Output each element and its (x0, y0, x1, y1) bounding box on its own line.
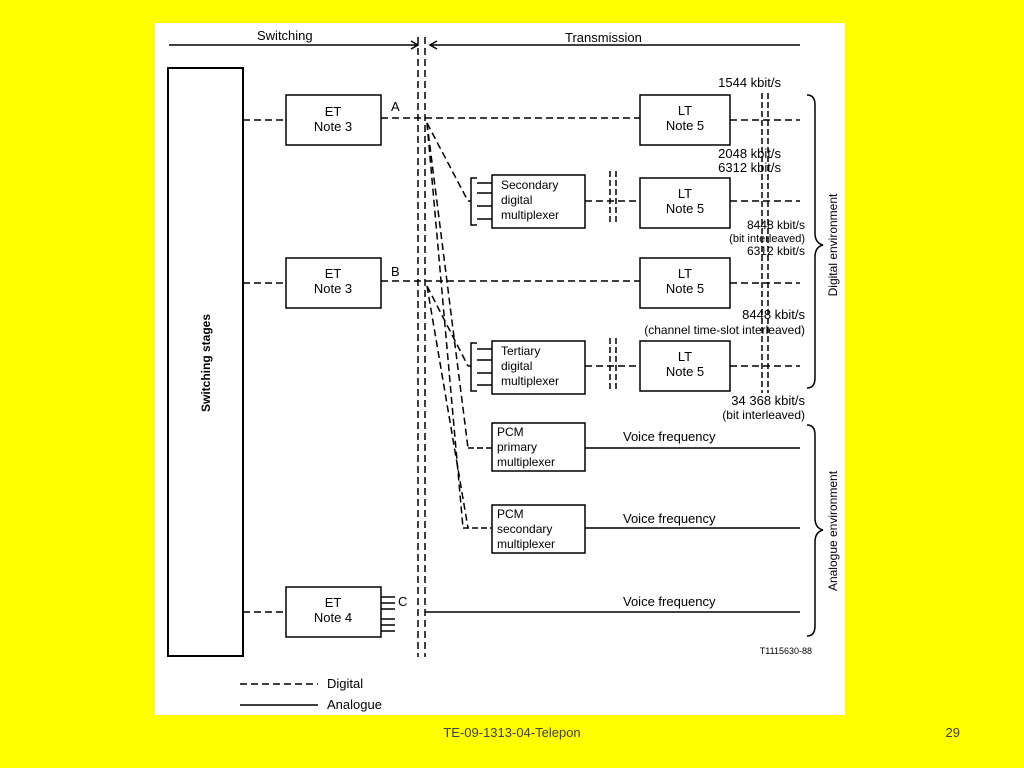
lt-box-2 (639, 177, 731, 229)
pcm-secondary-mux-box (491, 504, 586, 554)
diagram-panel: Switching Transmission Switching stages … (155, 23, 845, 715)
page-number: 29 (945, 725, 960, 740)
point-c-label: C (398, 594, 407, 609)
switching-arrowhead (410, 40, 420, 50)
et-c-line2: Note 4 (314, 610, 352, 625)
lt2-line2: Note 5 (666, 201, 704, 216)
tertiary-mux-box (491, 340, 586, 395)
switching-stages-label: Switching stages (199, 314, 213, 412)
voice-frequency-3: Voice frequency (623, 594, 716, 609)
rate-bit-interleaved-1: (bit interleaved) (729, 233, 805, 245)
lt3-line1: LT (678, 266, 692, 281)
rate-bit-interleaved-2: (bit interleaved) (722, 408, 805, 422)
switching-stages-box (167, 67, 244, 657)
rate-8448-channel: 8448 kbit/s (742, 307, 805, 322)
pcm1-line1: PCM (497, 425, 524, 439)
digital-brace (806, 94, 824, 389)
pcm1-line3: multiplexer (497, 455, 555, 469)
switching-label: Switching (257, 28, 313, 43)
lt4-line1: LT (678, 349, 692, 364)
secmux-line1: Secondary (501, 178, 558, 192)
et-box-a (285, 94, 382, 146)
lt2-line1: LT (678, 186, 692, 201)
termux-line1: Tertiary (501, 344, 540, 358)
et-b-line2: Note 3 (314, 281, 352, 296)
et-c-line1: ET (325, 595, 342, 610)
rate-8448-bit: 8448 kbit/s (747, 218, 805, 232)
pcm-primary-mux-box (491, 422, 586, 472)
legend-digital-label: Digital (327, 676, 363, 691)
termux-line3: multiplexer (501, 374, 559, 388)
rate-6312-b: 6312 kbit/s (747, 244, 805, 258)
transmission-arrowhead (428, 40, 438, 50)
et-b-line1: ET (325, 266, 342, 281)
rate-2048: 2048 kbit/s (718, 146, 781, 161)
lt1-line1: LT (678, 103, 692, 118)
digital-environment-label: Digital environment (826, 193, 840, 296)
et-a-line2: Note 3 (314, 119, 352, 134)
lt1-line2: Note 5 (666, 118, 704, 133)
pcm1-line2: primary (497, 440, 537, 454)
et-box-c (285, 586, 382, 638)
rate-6312-a: 6312 kbit/s (718, 160, 781, 175)
secmux-line3: multiplexer (501, 208, 559, 222)
et-a-line1: ET (325, 104, 342, 119)
analogue-brace (806, 424, 824, 637)
lt4-line2: Note 5 (666, 364, 704, 379)
termux-line2: digital (501, 359, 532, 373)
pcm2-line3: multiplexer (497, 537, 555, 551)
analogue-environment-label: Analogue environment (826, 470, 840, 591)
pcm2-line1: PCM (497, 507, 524, 521)
point-b-label: B (391, 264, 400, 279)
reference-code: T1115630-88 (760, 646, 812, 656)
transmission-label: Transmission (565, 30, 642, 45)
voice-frequency-2: Voice frequency (623, 511, 716, 526)
rate-channel-interleaved: (channel time-slot interleaved) (644, 323, 805, 337)
lt3-line2: Note 5 (666, 281, 704, 296)
secmux-line2: digital (501, 193, 532, 207)
footer-title: TE-09-1313-04-Telepon (443, 725, 581, 740)
rate-1544: 1544 kbit/s (718, 75, 781, 90)
pcm2-line2: secondary (497, 522, 552, 536)
point-a-label: A (391, 99, 400, 114)
et-box-b (285, 257, 382, 309)
voice-frequency-1: Voice frequency (623, 429, 716, 444)
legend-analogue-label: Analogue (327, 697, 382, 712)
rate-34368: 34 368 kbit/s (731, 393, 805, 408)
network-diagram: Switching Transmission Switching stages … (167, 28, 840, 712)
